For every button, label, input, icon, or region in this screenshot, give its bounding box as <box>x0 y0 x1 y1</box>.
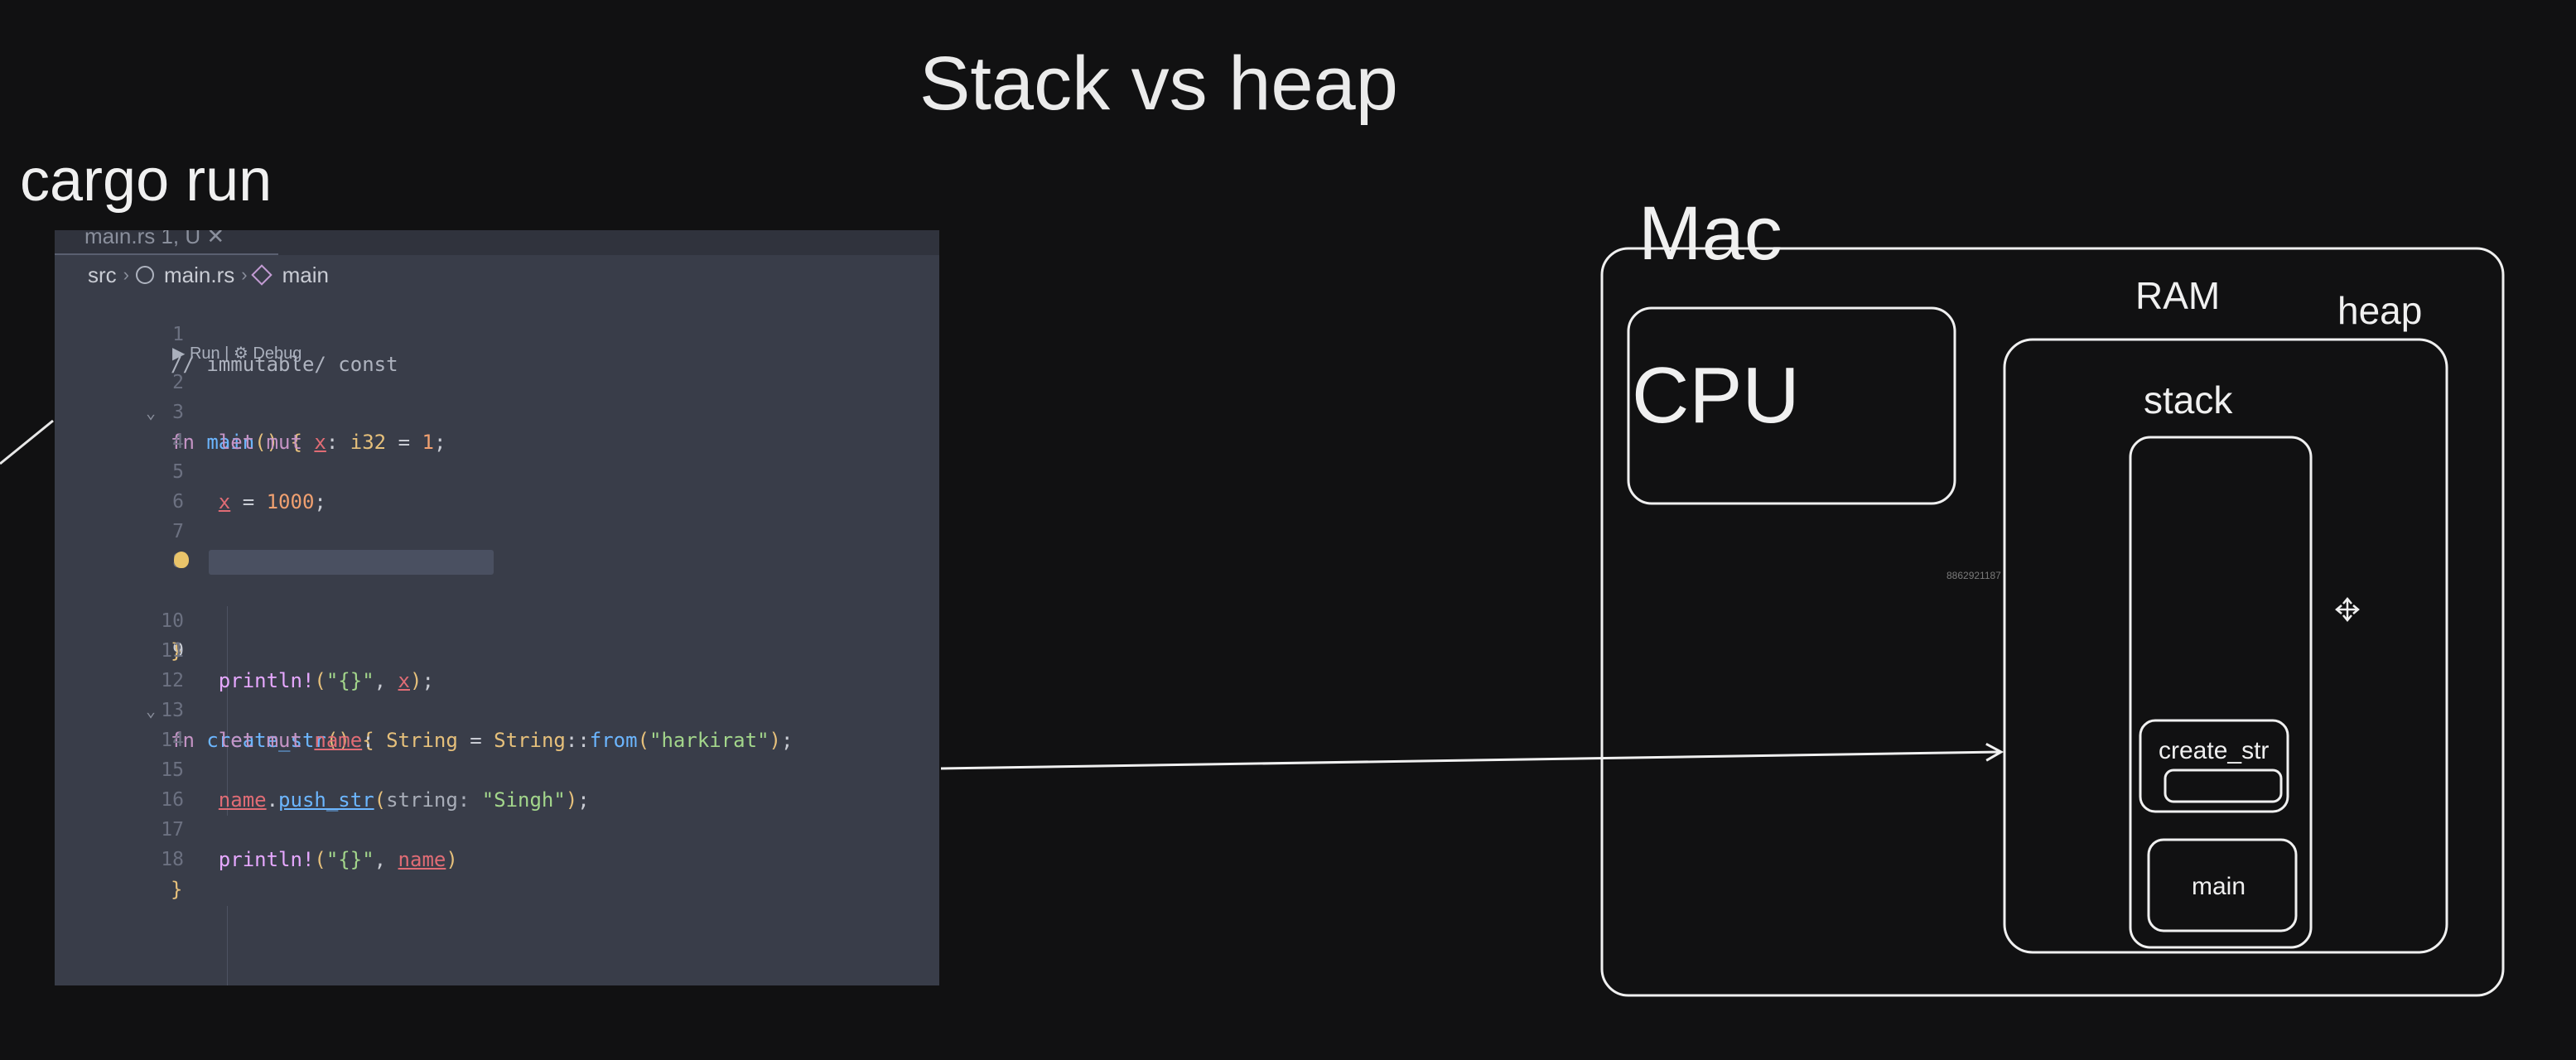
code-text: // immutable/ const <box>171 353 398 376</box>
indent-guide <box>227 906 228 985</box>
code-editor[interactable]: main.rs 1, U ✕ src › main.rs › main 1 //… <box>55 230 939 985</box>
slide-title: Stack vs heap <box>919 41 1398 126</box>
chevron-right-icon: › <box>241 264 248 285</box>
code-line: 1 // immutable/ const <box>55 290 939 376</box>
chevron-right-icon: › <box>123 264 129 285</box>
lightbulb-icon[interactable] <box>174 552 189 568</box>
line-number: 2 <box>172 372 184 393</box>
code-text: let mut name: String = String::from("har… <box>218 729 794 752</box>
code-text: name.push_str(string: "Singh"); <box>218 788 590 812</box>
breadcrumb-src[interactable]: src <box>88 262 117 287</box>
line-number: 4 <box>172 431 184 453</box>
line-number: 1 <box>172 324 184 345</box>
line-number: 13 <box>161 700 184 721</box>
line-number: 6 <box>172 491 184 513</box>
run-debug-lens[interactable]: ▶ Run | ⚙ Debug <box>172 344 302 363</box>
tab-underline <box>55 253 278 255</box>
indent-guide <box>227 606 228 816</box>
line-number: 15 <box>161 759 184 781</box>
code-line: 18 } <box>55 815 939 901</box>
code-line: 2 ⌄ fn main() { <box>55 338 939 454</box>
code-text: fn main() { <box>171 431 302 454</box>
frame-label-create-str: create_str <box>2159 737 2270 764</box>
line-number: 18 <box>161 849 184 870</box>
code-line: 13 let mut name: String = String::from("… <box>55 666 939 752</box>
arrow-to-stack <box>940 742 2004 770</box>
connector-line-left <box>0 419 54 465</box>
code-line: 10 } <box>55 576 939 662</box>
line-number: 17 <box>161 819 184 841</box>
line-number: 9 <box>172 640 184 662</box>
frame-create-str-slot <box>2164 768 2283 803</box>
line-number: 10 <box>161 610 184 632</box>
breadcrumb-file[interactable]: main.rs <box>164 262 235 287</box>
frame-create-str <box>2139 719 2289 813</box>
code-line: 15 name.push_str(string: "Singh"); <box>55 725 939 812</box>
line-number: 11 <box>161 640 184 662</box>
ram-label: RAM <box>2135 274 2221 317</box>
code-line: 12 ⌄ fn create_str() { <box>55 636 939 752</box>
stack-box <box>2129 436 2313 949</box>
mac-label: Mac <box>1638 191 1782 276</box>
code-lens-line: ▶ Run | ⚙ Debug <box>55 316 939 363</box>
code-text: x = 1000; <box>218 490 326 513</box>
rust-file-icon <box>136 266 154 284</box>
code-text: } <box>171 639 183 662</box>
line-number: 5 <box>172 461 184 483</box>
code-line: 5 x = 1000; <box>55 427 939 513</box>
selection-highlight <box>209 550 494 575</box>
cargo-run-label: cargo run <box>20 147 273 214</box>
editor-tab-bar: main.rs 1, U ✕ <box>55 230 939 255</box>
code-text: let mut x: i32 = 1; <box>218 431 446 454</box>
code-line: 6 <box>55 457 939 513</box>
heap-label: heap <box>2337 289 2423 332</box>
line-number: 16 <box>161 789 184 811</box>
chevron-down-icon[interactable]: ⌄ <box>146 701 157 720</box>
code-line: 4 <box>55 398 939 453</box>
chevron-down-icon[interactable]: ⌄ <box>146 402 157 422</box>
code-line: 3 let mut x: i32 = 1; <box>55 368 939 454</box>
watermark: 8862921187 <box>1946 570 2001 581</box>
mac-box <box>1600 247 2505 997</box>
line-number: 14 <box>161 730 184 751</box>
cpu-box <box>1627 306 1956 505</box>
code-text: fn create_str() { <box>171 729 374 752</box>
code-line: 14 <box>55 696 939 751</box>
code-line-current: 9 println!("{}", x); <box>55 547 939 692</box>
ram-box <box>2003 338 2448 954</box>
breadcrumb: src › main.rs › main <box>88 260 329 290</box>
code-text: println!("{}", name) <box>218 848 458 871</box>
code-text: } <box>171 878 183 901</box>
cpu-label: CPU <box>1632 351 1800 440</box>
line-number: 7 <box>172 521 184 542</box>
line-number: 3 <box>172 402 184 423</box>
code-line: 11 <box>55 606 939 662</box>
frame-main <box>2147 838 2298 932</box>
code-line: 17 println!("{}", name) <box>55 785 939 871</box>
frame-label-main: main <box>2192 873 2246 900</box>
stack-label: stack <box>2144 378 2233 422</box>
editor-tab[interactable]: main.rs 1, U ✕ <box>84 230 225 248</box>
line-number: 12 <box>161 670 184 691</box>
code-line: 16 <box>55 755 939 811</box>
code-text: println!("{}", x); <box>218 669 434 692</box>
breadcrumb-symbol[interactable]: main <box>282 262 329 287</box>
move-cursor-icon <box>2335 597 2360 622</box>
